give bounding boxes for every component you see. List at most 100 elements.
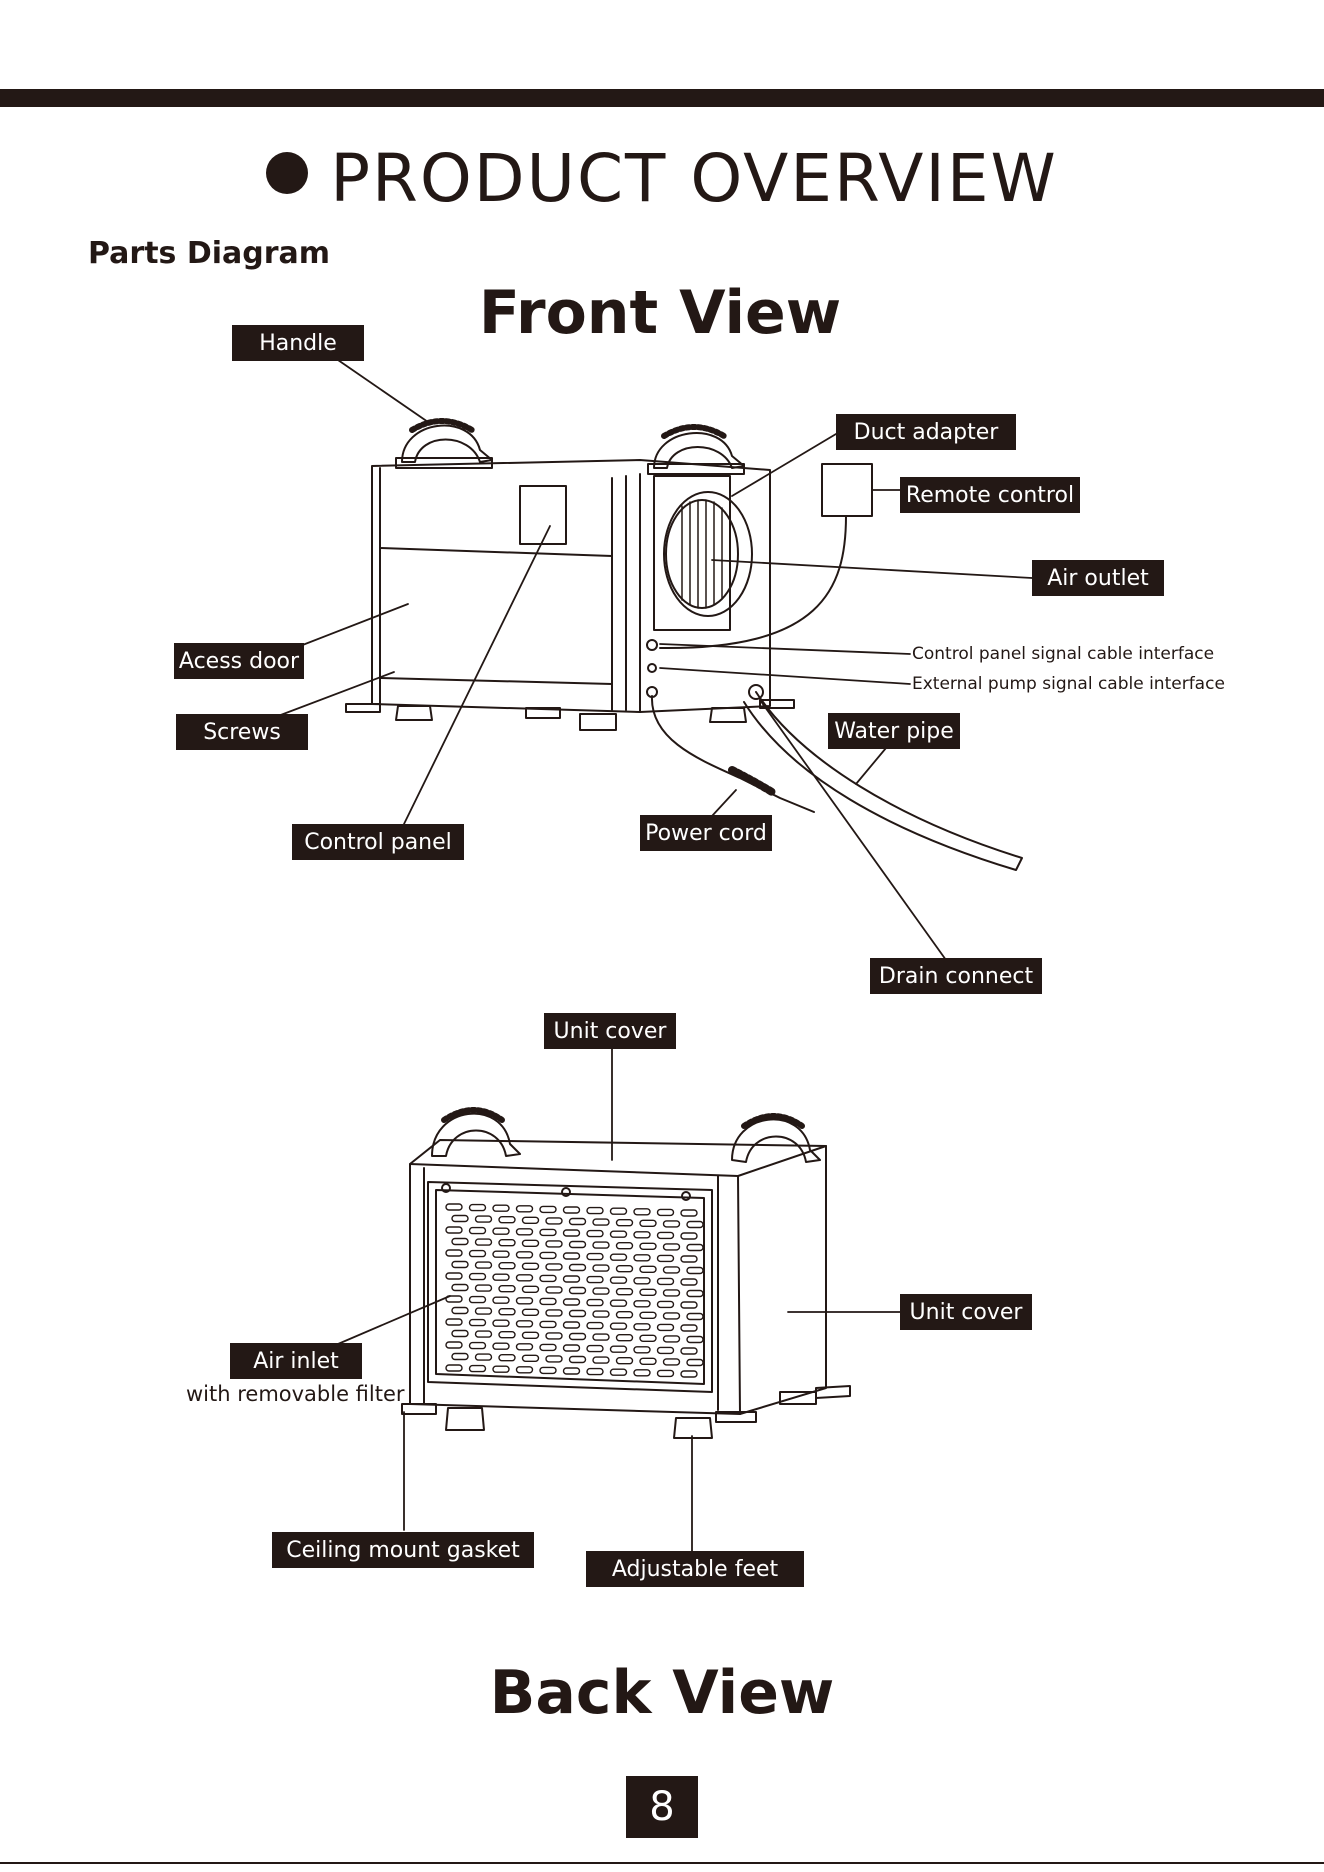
- grille-slot: [662, 1358, 681, 1366]
- grille-slot: [515, 1274, 534, 1282]
- front-port-drain: [748, 684, 764, 700]
- grille-slot: [521, 1308, 540, 1317]
- grille-slot: [468, 1249, 487, 1258]
- grille-slot: [586, 1298, 604, 1307]
- grille-slot: [492, 1273, 510, 1281]
- grille-slot: [686, 1312, 704, 1321]
- grille-slot: [474, 1353, 493, 1361]
- back-foot: [779, 1391, 817, 1405]
- grille-slot: [686, 1289, 704, 1298]
- grille-slot: [445, 1272, 463, 1280]
- grille-slot: [686, 1243, 704, 1252]
- grille-slot: [633, 1323, 651, 1331]
- grille-slot: [521, 1285, 540, 1294]
- grille-slot: [539, 1274, 557, 1283]
- grille-slot: [656, 1254, 675, 1263]
- grille-slot: [445, 1318, 463, 1326]
- grille-slot: [609, 1207, 628, 1215]
- front-foot: [525, 707, 561, 719]
- grille-slot: [633, 1254, 651, 1262]
- label-external-pump-cable: External pump signal cable interface: [912, 674, 1225, 694]
- grille-slot: [568, 1309, 587, 1318]
- grille-slot: [492, 1365, 510, 1373]
- grille-slot: [545, 1309, 563, 1317]
- front-bottom-seam: [379, 677, 613, 685]
- grille-slot: [586, 1252, 604, 1261]
- back-foot: [715, 1411, 757, 1423]
- label-air-inlet: Air inlet: [230, 1343, 362, 1379]
- grille-slot: [633, 1300, 651, 1308]
- front-handle-right: [653, 432, 745, 469]
- grille-slot: [656, 1346, 675, 1355]
- grille-slot: [498, 1353, 516, 1362]
- grille-slot: [451, 1352, 469, 1361]
- front-foot: [759, 699, 795, 709]
- back-filter-panel-inner: [435, 1189, 705, 1385]
- page-title: PRODUCT OVERVIEW: [330, 140, 1058, 217]
- grille-slot: [592, 1218, 610, 1226]
- grille-slot: [545, 1263, 563, 1271]
- grille-slot: [539, 1251, 557, 1260]
- grille-slot: [615, 1356, 634, 1365]
- grille-slot: [545, 1217, 563, 1225]
- grille-slot: [592, 1264, 610, 1272]
- back-filter-panel: [427, 1181, 713, 1393]
- bullet-icon: [266, 151, 309, 194]
- grille-slot: [468, 1272, 487, 1281]
- label-control-panel-cable: Control panel signal cable interface: [912, 644, 1215, 664]
- label-control-panel: Control panel: [292, 824, 464, 860]
- grille-slot: [468, 1295, 487, 1304]
- grille-slot: [586, 1229, 604, 1238]
- back-screw: [561, 1187, 571, 1197]
- grille-slot: [492, 1296, 510, 1304]
- back-foot: [401, 1403, 437, 1415]
- top-rule: [0, 89, 1324, 107]
- back-screw: [441, 1183, 451, 1193]
- front-view-title: Front View: [478, 278, 842, 348]
- grille-slot: [562, 1321, 581, 1329]
- grille-slot: [498, 1238, 516, 1247]
- grille-slot: [656, 1369, 675, 1378]
- grille-slot: [562, 1344, 581, 1352]
- grille-slot: [562, 1229, 581, 1237]
- grille-slot: [662, 1243, 681, 1251]
- grille-slot: [656, 1323, 675, 1332]
- label-duct-adapter: Duct adapter: [836, 414, 1016, 450]
- back-handle-left: [431, 1112, 521, 1157]
- remote-control-cable: [659, 515, 847, 650]
- power-cord-coil: [728, 766, 776, 796]
- page-header: PRODUCT OVERVIEW: [0, 140, 1324, 217]
- label-unit-cover-top: Unit cover: [544, 1013, 676, 1049]
- grille-slot: [680, 1232, 698, 1240]
- grille-slot: [492, 1204, 510, 1212]
- grille-slot: [639, 1242, 657, 1251]
- grille-slot: [609, 1368, 628, 1376]
- grille-slot: [562, 1367, 581, 1375]
- grille-slot: [562, 1275, 581, 1283]
- back-view-title: Back View: [489, 1658, 835, 1728]
- grille-slot: [515, 1228, 534, 1236]
- grille-slot: [498, 1215, 516, 1224]
- back-leader-lines: [323, 1047, 901, 1553]
- grille-slot: [474, 1238, 493, 1246]
- grille-slot: [639, 1311, 657, 1320]
- grille-slot: [662, 1220, 681, 1228]
- grille-slot: [445, 1295, 463, 1303]
- grille-slot: [539, 1366, 557, 1375]
- grille-slot: [592, 1241, 610, 1249]
- grille-slot: [592, 1310, 610, 1318]
- front-foot: [709, 707, 747, 723]
- grille-slot: [568, 1217, 587, 1226]
- grille-slot: [609, 1230, 628, 1238]
- label-handle: Handle: [232, 325, 364, 361]
- grille-slot: [680, 1370, 698, 1378]
- grille-slot: [568, 1286, 587, 1295]
- grille-slot: [451, 1214, 469, 1223]
- section-subtitle: Parts Diagram: [88, 236, 331, 271]
- remote-control-drawing: [821, 463, 873, 517]
- grille-slot: [562, 1206, 581, 1214]
- water-pipe-drawing: [743, 691, 1023, 871]
- grille-slot: [521, 1354, 540, 1363]
- grille-slot: [451, 1283, 469, 1292]
- grille-slot: [609, 1345, 628, 1353]
